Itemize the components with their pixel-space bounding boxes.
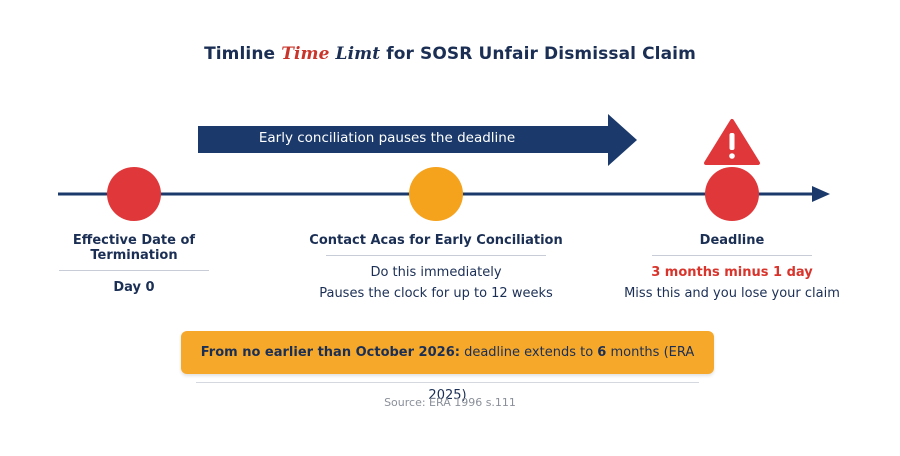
stage-circle-termination	[107, 167, 161, 221]
stage-title: Effective Date of Termination	[72, 233, 196, 263]
stage-line-2: Pauses the clock for up to 12 weeks	[319, 286, 553, 301]
title-part-2-strikethrough: Time	[281, 44, 330, 64]
title-part-4: for SOSR Unfair Dismissal Claim	[380, 44, 696, 64]
title-part-3: Limt	[329, 44, 381, 64]
banner-mid: deadline extends to	[459, 345, 598, 360]
conciliation-arrow-label: Early conciliation pauses the deadline	[258, 130, 516, 146]
source-note: Source: ERA 1996 s.111	[384, 396, 516, 409]
era-2025-banner: From no earlier than October 2026: deadl…	[181, 331, 714, 403]
stage-line-1: Do this immediately	[370, 265, 502, 280]
stage-line-2: Miss this and you lose your claim	[624, 286, 840, 301]
stage-deadline: Deadline 3 months minus 1 day Miss this …	[614, 233, 850, 304]
banner-divider	[196, 382, 699, 383]
stage-title: Deadline	[699, 233, 765, 248]
conciliation-arrow	[198, 114, 637, 166]
title-part-2: Time Limt	[281, 44, 380, 64]
stage-divider	[326, 255, 546, 256]
warning-triangle-icon	[704, 119, 760, 165]
stage-highlight: 3 months minus 1 day	[651, 265, 813, 280]
stage-detail: Day 0	[113, 280, 155, 295]
stage-title: Contact Acas for Early Conciliation	[309, 233, 563, 248]
title-part-1: Timline	[204, 44, 282, 64]
stage-divider	[652, 255, 812, 256]
stage-termination: Effective Date of Termination Day 0	[44, 233, 224, 298]
timeline-arrowhead	[812, 186, 830, 202]
banner-lead: From no earlier than October 2026:	[200, 345, 460, 360]
stage-acas: Contact Acas for Early Conciliation Do t…	[300, 233, 572, 304]
stage-circle-deadline	[705, 167, 759, 221]
stage-divider	[59, 270, 209, 271]
banner-tail: months (ERA 2025)	[428, 345, 695, 403]
stage-circle-acas	[409, 167, 463, 221]
banner-number: 6	[597, 345, 607, 360]
page-title: Timline Time Limt for SOSR Unfair Dismis…	[0, 44, 900, 64]
